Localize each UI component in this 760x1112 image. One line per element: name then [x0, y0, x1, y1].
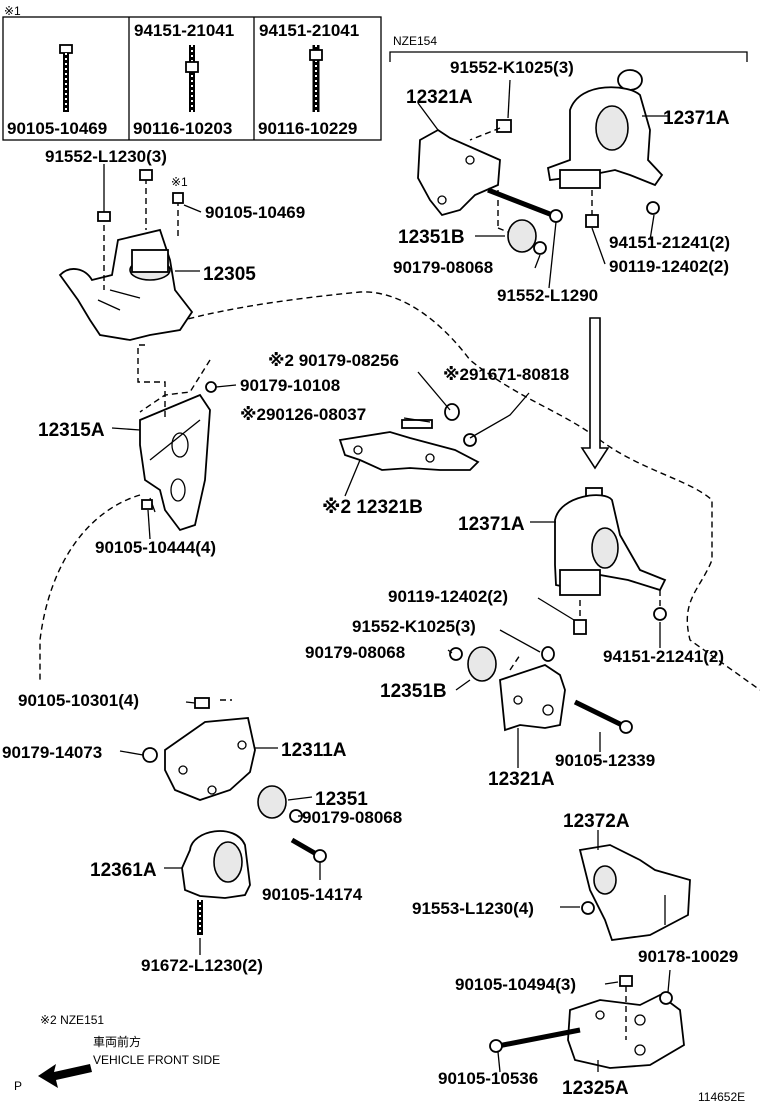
engine-outline	[149, 291, 760, 691]
part-12315A-shape	[139, 393, 211, 532]
label-90179-08256: ※2 90179-08256	[268, 351, 399, 370]
bolts-12305	[97, 169, 184, 290]
part-12361A-shape	[181, 830, 251, 935]
label-12361A: 12361A	[90, 860, 157, 881]
part-12305-shape	[58, 228, 194, 341]
label-90119-12402-mid: 90119-12402(2)	[388, 587, 508, 606]
variant-bracket: NZE154	[389, 34, 748, 62]
label-12321B: ※2 12321B	[322, 497, 423, 518]
label-90105-10536: 90105-10536	[438, 1069, 538, 1088]
illustration-id: 114652E	[698, 1090, 745, 1104]
label-91671-80818: ※291671-80818	[443, 365, 569, 384]
stud-90116-10229-icon	[309, 45, 323, 112]
label-90179-08068-mid: 90179-08068	[305, 643, 405, 662]
label-12321A-top: 12321A	[406, 87, 473, 108]
front-label-en: VEHICLE FRONT SIDE	[93, 1053, 220, 1067]
leader-lines	[103, 79, 671, 1073]
label-12372A: 12372A	[563, 811, 630, 832]
part-12321A-top-shape	[417, 119, 512, 217]
stud-90116-10203-icon	[185, 45, 199, 112]
legend-note-mark: ※1	[4, 4, 21, 18]
legend-col1-bottom: 90105-10469	[7, 119, 107, 138]
label-90179-08068-low: 90179-08068	[302, 808, 402, 827]
label-12305: 12305	[203, 264, 256, 285]
label-90178-10029: 90178-10029	[638, 947, 738, 966]
bolt-90105-10469-icon	[59, 44, 73, 112]
label-12321A-mid: 12321A	[488, 769, 555, 790]
label-94151-21241-top: 94151-21241(2)	[609, 233, 730, 252]
engine-outline-left	[39, 494, 141, 680]
part-12325A-shape	[489, 975, 685, 1069]
part-12372A-shape	[578, 844, 691, 941]
front-label-jp: 車両前方	[93, 1034, 141, 1049]
label-12351: 12351	[315, 789, 368, 810]
label-note1: ※1	[171, 175, 188, 189]
label-90179-08068-top: 90179-08068	[393, 258, 493, 277]
label-90105-10469: 90105-10469	[205, 203, 305, 222]
label-12371A-top: 12371A	[663, 108, 730, 129]
legend-col3-bottom: 90116-10229	[258, 119, 357, 138]
label-90105-10444: 90105-10444(4)	[95, 538, 216, 557]
part-12321B-shape	[338, 403, 480, 471]
vehicle-front-arrow-icon	[38, 1064, 92, 1088]
label-91552-K1025-top: 91552-K1025(3)	[450, 58, 574, 77]
label-91672-L1230: 91672-L1230(2)	[141, 956, 263, 975]
label-90179-14073: 90179-14073	[2, 743, 102, 762]
label-91552-L1290: 91552-L1290	[497, 286, 598, 305]
footer-note2: ※2 NZE151	[40, 1013, 104, 1027]
direction-arrow	[580, 317, 610, 470]
bolt-legend-box: ※1 94151-21041 94151-21041 90105-10469 9…	[2, 4, 382, 141]
label-12351B-top: 12351B	[398, 227, 465, 248]
label-90119-12402-top: 90119-12402(2)	[609, 257, 729, 276]
part-12321A-mid-shape	[449, 646, 633, 734]
legend-col2-bottom: 90116-10203	[133, 119, 232, 138]
label-94151-21241-mid: 94151-21241(2)	[603, 647, 724, 666]
label-90105-14174: 90105-14174	[262, 885, 363, 904]
label-91552-L1230: 91552-L1230(3)	[45, 147, 167, 166]
legend-col3-top: 94151-21041	[259, 21, 359, 40]
part-labels: 91552-L1230(3) ※1 90105-10469 12305 9155…	[2, 58, 738, 1099]
legend-col2-top: 94151-21041	[134, 21, 234, 40]
label-90179-10108: 90179-10108	[240, 376, 340, 395]
label-90105-10301: 90105-10301(4)	[18, 691, 139, 710]
label-12351B-mid: 12351B	[380, 681, 447, 702]
label-12311A: 12311A	[281, 740, 347, 761]
label-12371A-mid: 12371A	[458, 514, 525, 535]
variant-label: NZE154	[393, 34, 437, 48]
label-12315A: 12315A	[38, 420, 105, 441]
part-12371A-top-shape	[546, 69, 664, 228]
part-12351B-top-shape	[487, 187, 563, 255]
front-arrow-letter: P	[14, 1079, 22, 1093]
label-90105-10494: 90105-10494(3)	[455, 975, 576, 994]
label-90126-08037: ※290126-08037	[240, 405, 366, 424]
label-91553-L1230: 91553-L1230(4)	[412, 899, 534, 918]
label-91552-K1025-mid: 91552-K1025(3)	[352, 617, 476, 636]
footer: ※2 NZE151 車両前方 VEHICLE FRONT SIDE P 1146…	[14, 1013, 745, 1104]
part-12371A-mid-shape	[554, 487, 667, 635]
label-90105-12339: 90105-12339	[555, 751, 655, 770]
label-12325A: 12325A	[562, 1078, 629, 1099]
part-12311A-shape	[142, 697, 327, 863]
